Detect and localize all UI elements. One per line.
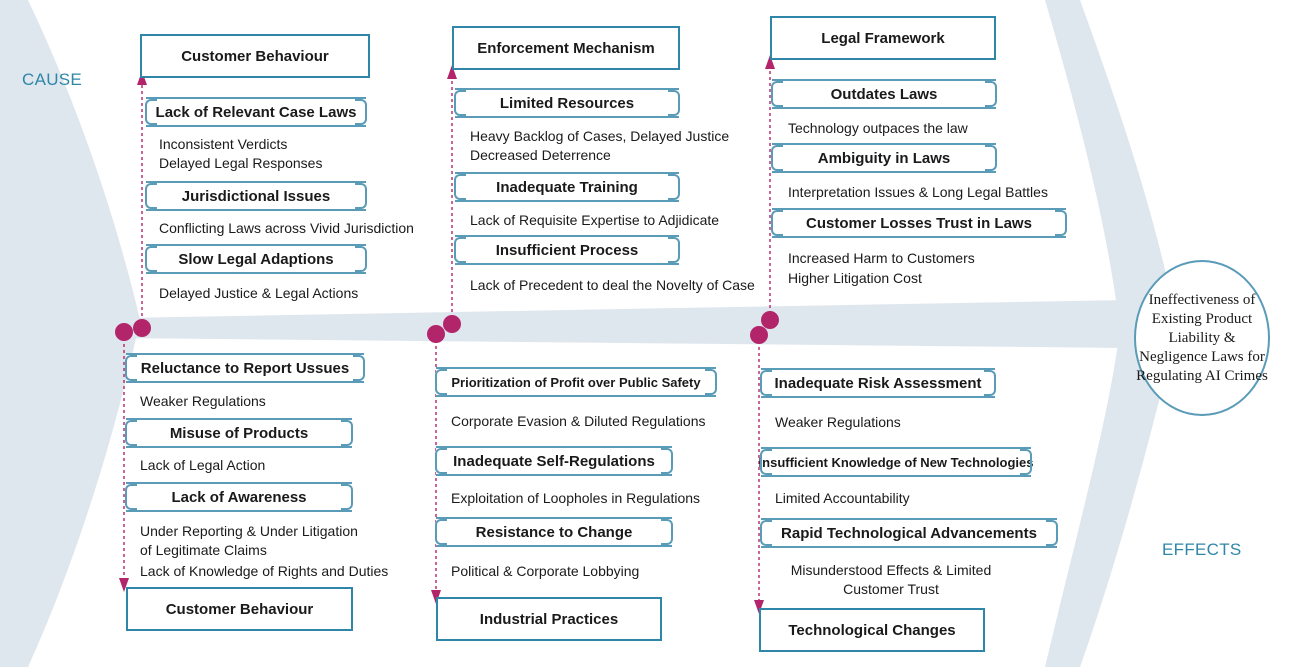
outcome-text: Ineffectiveness of Existing Product Liab… (1136, 291, 1268, 384)
category-legal-framework: Legal Framework (770, 16, 996, 60)
cause-limited-resources: Limited Resources (454, 88, 680, 118)
effect-text: Misunderstood Effects & Limited (790, 562, 992, 578)
cause-lack-of-awareness: Lack of Awareness (125, 482, 353, 512)
category-enforcement-mechanism: Enforcement Mechanism (452, 26, 680, 70)
effect-text: of Legitimate Claims (140, 542, 267, 558)
cause-inadequate-self-regulations: Inadequate Self-Regulations (435, 446, 673, 476)
effect-text: Conflicting Laws across Vivid Jurisdicti… (159, 220, 414, 236)
effect-text: Higher Litigation Cost (788, 270, 922, 286)
node-top-3 (761, 311, 779, 329)
outcome-circle: Ineffectiveness of Existing Product Liab… (1134, 260, 1270, 416)
cause-jurisdictional-issues: Jurisdictional Issues (145, 181, 367, 211)
cause-insufficient-knowledge-of-new-technologies: Insufficient Knowledge of New Technologi… (759, 447, 1033, 477)
node-bottom-1 (115, 323, 133, 341)
effect-text: Decreased Deterrence (470, 147, 611, 163)
effect-text: Corporate Evasion & Diluted Regulations (451, 413, 706, 429)
cause-lack-of-relevant-case-laws: Lack of Relevant Case Laws (145, 97, 367, 127)
arrowhead-top-1 (137, 71, 147, 85)
fish-tail-shape (0, 0, 140, 667)
effect-text: Limited Accountability (775, 490, 910, 506)
cause-slow-legal-adaptions: Slow Legal Adaptions (145, 244, 367, 274)
effect-text: Delayed Justice & Legal Actions (159, 285, 359, 301)
effect-text: Weaker Regulations (775, 414, 901, 430)
effect-text: Lack of Knowledge of Rights and Duties (140, 563, 389, 579)
fish-spine-shape (120, 300, 1128, 348)
cause-prioritization-of-profit: Prioritization of Profit over Public Saf… (435, 367, 717, 397)
cause-ambiguity-in-laws: Ambiguity in Laws (771, 143, 997, 173)
effect-text: Increased Harm to Customers (788, 250, 975, 266)
cause-inadequate-training: Inadequate Training (454, 172, 680, 202)
effects-label: EFFECTS (1162, 540, 1242, 559)
cause-rapid-technological-advancements: Rapid Technological Advancements (760, 518, 1058, 548)
effect-text: Exploitation of Loopholes in Regulations (451, 490, 701, 506)
node-bottom-2 (427, 325, 445, 343)
effect-text: Weaker Regulations (140, 393, 266, 409)
effect-text: Heavy Backlog of Cases, Delayed Justice (470, 128, 730, 144)
effect-text: Inconsistent Verdicts (159, 136, 288, 152)
arrowhead-bottom-3 (754, 600, 764, 614)
effect-text: Lack of Requisite Expertise to Adjidicat… (470, 212, 720, 228)
arrowhead-bottom-1 (119, 578, 129, 592)
cause-insufficient-process: Insufficient Process (454, 235, 680, 265)
arrowhead-top-3 (765, 55, 775, 69)
effect-text: Under Reporting & Under Litigation (140, 523, 358, 539)
node-bottom-3 (750, 326, 768, 344)
cause-inadequate-risk-assessment: Inadequate Risk Assessment (760, 368, 996, 398)
effect-text: Political & Corporate Lobbying (451, 563, 640, 579)
cause-outdates-laws: Outdates Laws (771, 79, 997, 109)
cause-resistance-to-change: Resistance to Change (435, 517, 673, 547)
effect-text: Delayed Legal Responses (159, 155, 323, 171)
effect-text: Interpretation Issues & Long Legal Battl… (788, 184, 1048, 200)
cause-customer-losses-trust-in-laws: Customer Losses Trust in Laws (771, 208, 1067, 238)
category-customer-behaviour-top: Customer Behaviour (140, 34, 370, 78)
effect-text: Technology outpaces the law (788, 120, 968, 136)
cause-reluctance-to-report-ussues: Reluctance to Report Ussues (125, 353, 365, 383)
node-top-1 (133, 319, 151, 337)
effect-text: Customer Trust (843, 581, 939, 597)
category-customer-behaviour-bottom: Customer Behaviour (126, 587, 353, 631)
node-top-2 (443, 315, 461, 333)
category-technological-changes: Technological Changes (759, 608, 985, 652)
effect-text: Lack of Precedent to deal the Novelty of… (470, 277, 755, 293)
arrowhead-top-2 (447, 65, 457, 79)
effect-text: Lack of Legal Action (140, 457, 266, 473)
cause-misuse-of-products: Misuse of Products (125, 418, 353, 448)
cause-label: CAUSE (22, 70, 83, 89)
category-industrial-practices: Industrial Practices (436, 597, 662, 641)
